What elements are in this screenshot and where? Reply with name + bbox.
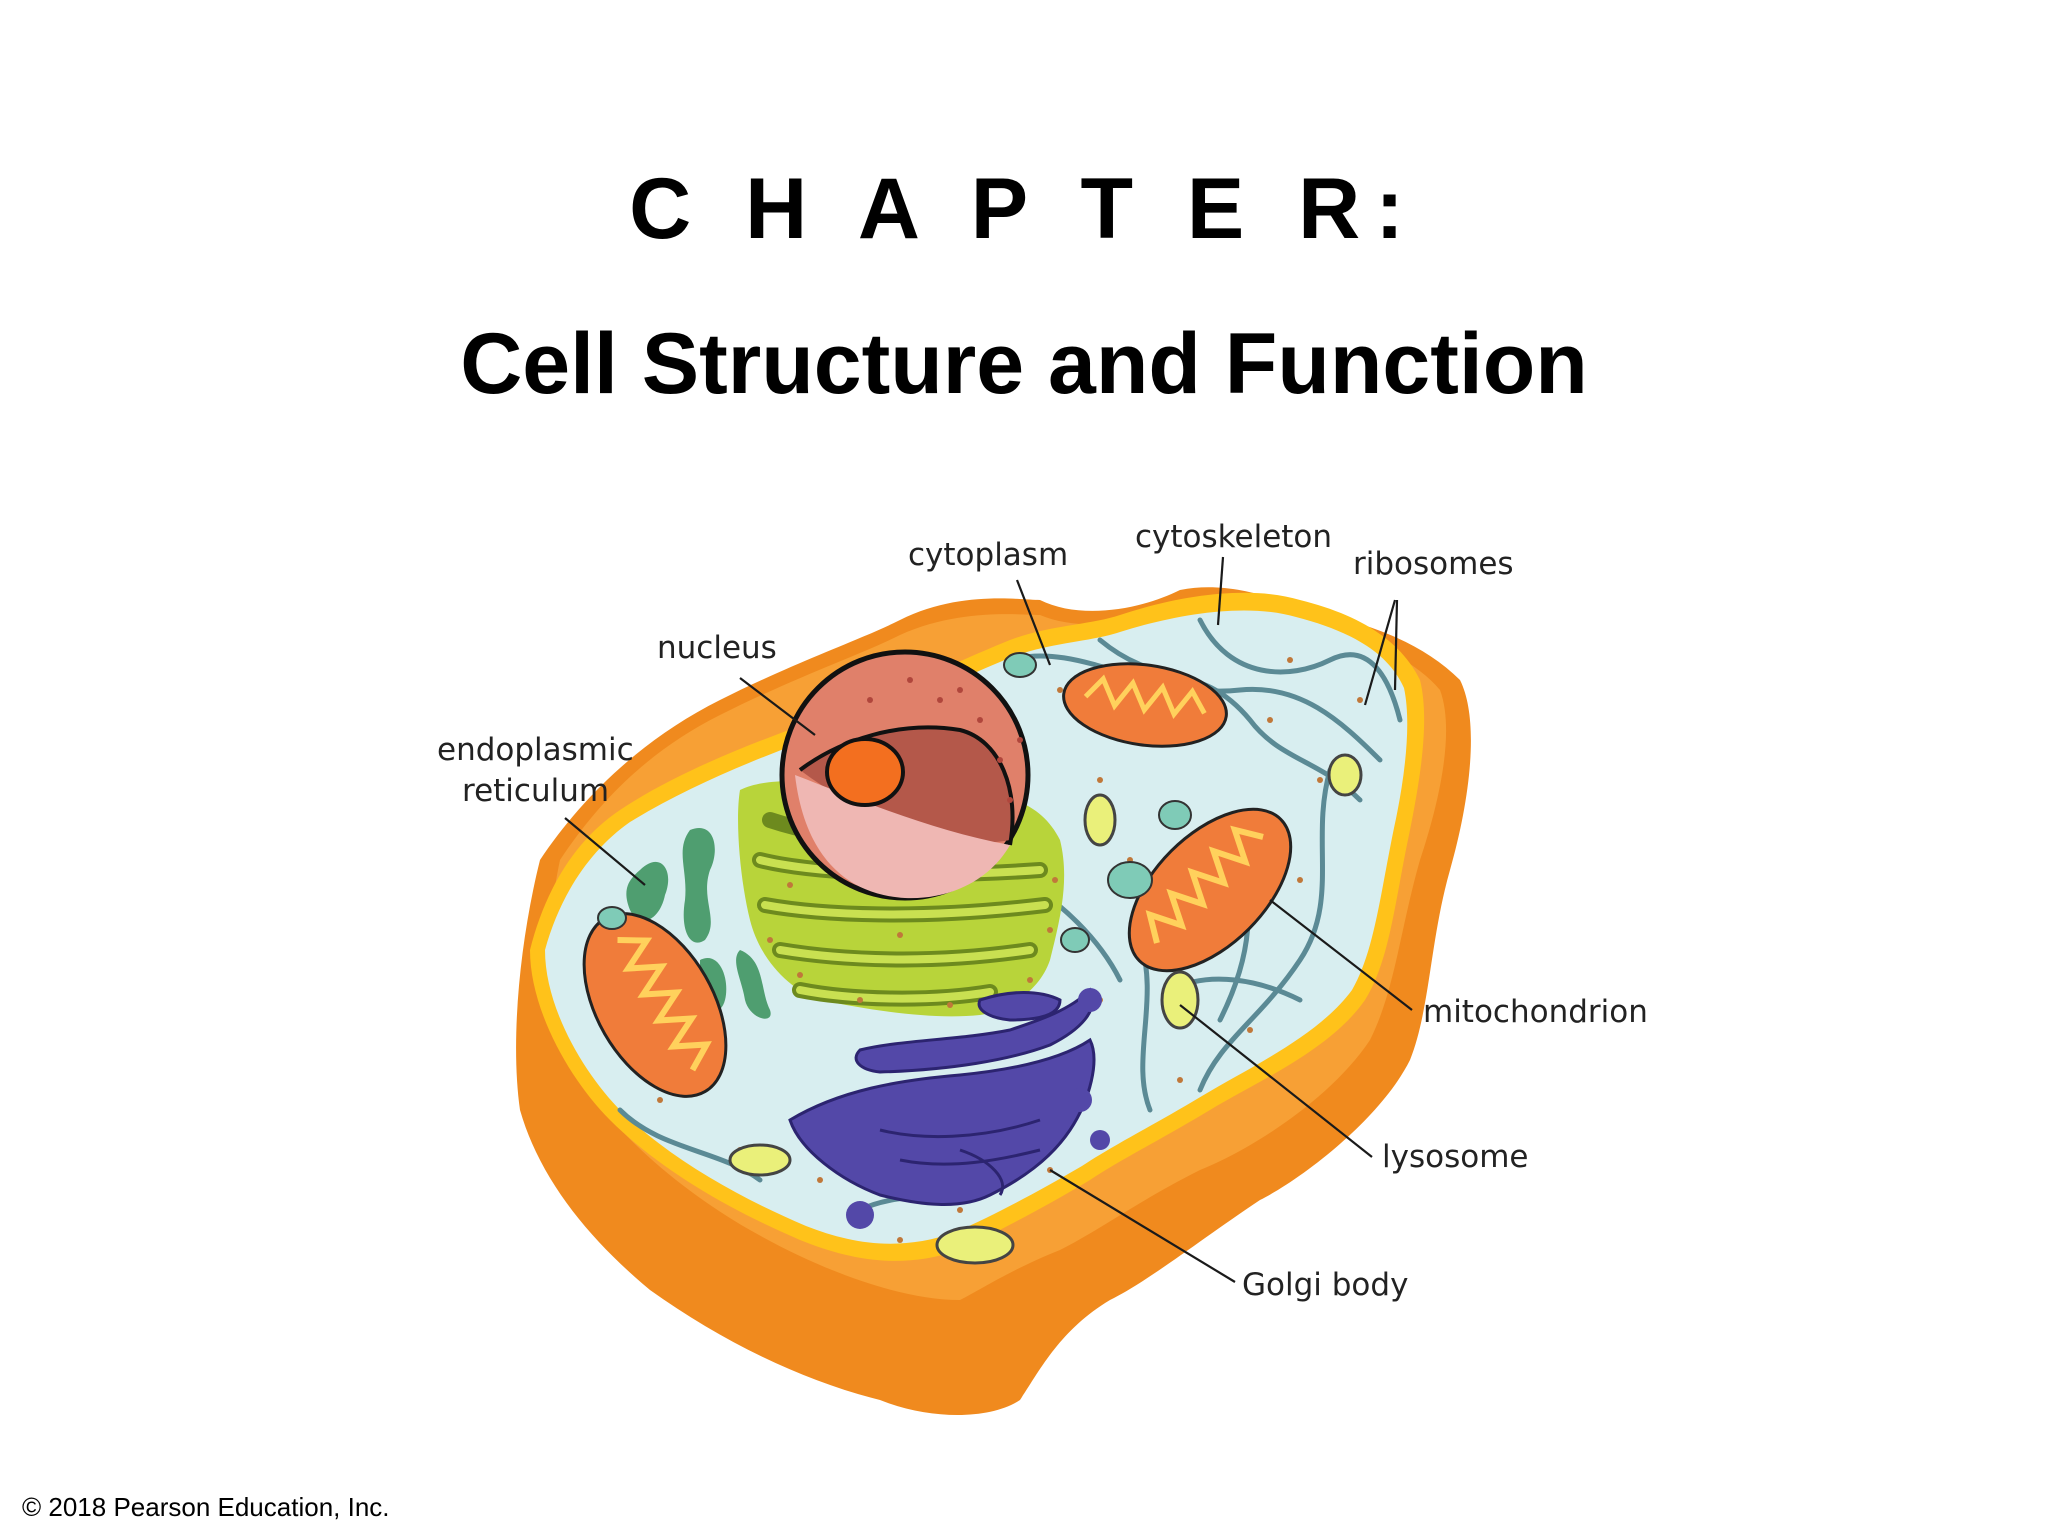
- label-golgi: Golgi body: [1242, 1267, 1408, 1303]
- label-cytoskeleton: cytoskeleton: [1135, 519, 1332, 555]
- label-er-line1: endoplasmic: [437, 732, 634, 768]
- copyright-notice: © 2018 Pearson Education, Inc.: [22, 1492, 390, 1522]
- label-mitochondrion: mitochondrion: [1423, 994, 1648, 1030]
- nucleolus: [825, 737, 905, 807]
- leader-lines: [564, 556, 1413, 1283]
- slide-title: Cell Structure and Function: [460, 316, 1588, 412]
- label-er-line2: reticulum: [462, 773, 609, 809]
- lysosomes: [728, 753, 1363, 1265]
- label-nucleus: nucleus: [657, 630, 777, 666]
- label-lysosome: lysosome: [1382, 1139, 1528, 1175]
- chapter-heading: C H A P T E R:: [629, 161, 1419, 257]
- mitochondria: [582, 662, 1293, 1098]
- vesicles: [597, 652, 1192, 953]
- label-cytoplasm: cytoplasm: [908, 537, 1068, 573]
- nucleus: [779, 649, 1031, 901]
- label-ribosomes: ribosomes: [1353, 546, 1514, 582]
- golgi-body: [788, 987, 1110, 1229]
